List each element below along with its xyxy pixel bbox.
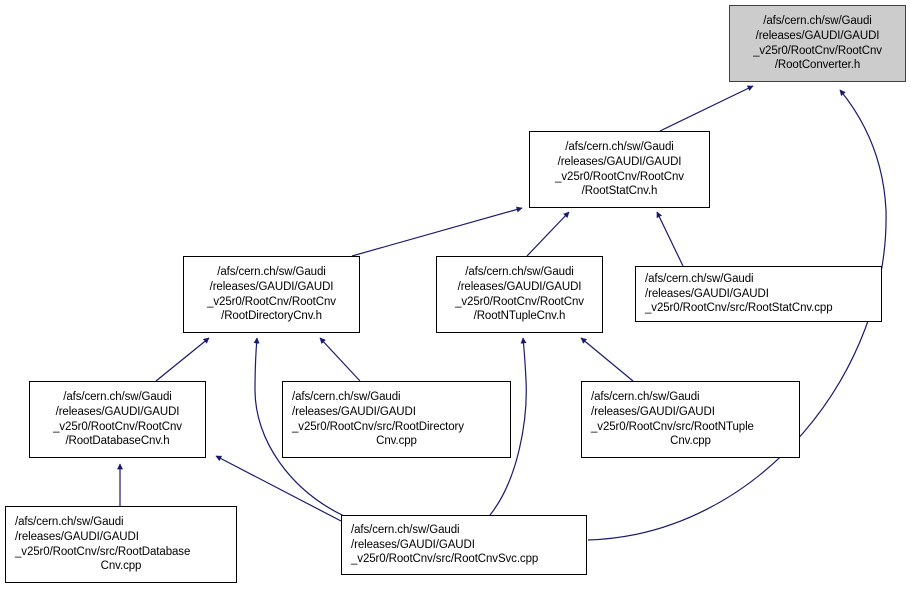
node-line: /releases/GAUDI/GAUDI [15,530,139,543]
node-line: /afs/cern.ch/sw/Gaudi [351,524,460,537]
edge-rootstatcnv_h-to-rootconverter_h [659,85,754,132]
edge-rootstatcnv_cpp-to-rootstatcnv_h [656,211,684,267]
node-line: Cnv.cpp [670,435,711,448]
edge-rootdirectorycnv_h-to-rootstatcnv_h [351,206,523,257]
node-line: /afs/cern.ch/sw/Gaudi [63,391,172,404]
node-line: /RootConverter.h [774,59,861,72]
node-line: /releases/GAUDI/GAUDI [457,280,582,293]
node-line: /afs/cern.ch/sw/Gaudi [465,266,574,279]
node-line: _v25r0/RootCnv/src/RootDatabase [15,545,191,558]
node-rootntuplecnv-cpp[interactable]: /afs/cern.ch/sw/Gaudi /releases/GAUDI/GA… [581,381,800,458]
edge-rootntuplecnv_cpp-to-rootntuplecnv_h [580,337,634,382]
node-line: /afs/cern.ch/sw/Gaudi [292,391,401,404]
node-line: Cnv.cpp [100,560,142,573]
node-line: _v25r0/RootCnv/RootCnv [207,295,336,308]
node-line: /afs/cern.ch/sw/Gaudi [591,391,700,404]
node-rootdirectorycnv-cpp[interactable]: /afs/cern.ch/sw/Gaudi /releases/GAUDI/GA… [282,381,511,458]
node-line: /releases/GAUDI/GAUDI [755,29,880,42]
node-line: /releases/GAUDI/GAUDI [351,538,475,551]
node-line: /releases/GAUDI/GAUDI [591,405,715,418]
node-line: Cnv.cpp [376,435,417,448]
edge-rootdatabasecnv_h-to-rootdirectorycnv_h [155,337,210,382]
node-line: /releases/GAUDI/GAUDI [645,287,769,300]
node-line: /afs/cern.ch/sw/Gaudi [217,266,326,279]
edge-rootdirectorycnv_cpp-to-rootdirectorycnv_h [319,337,361,382]
node-line: _v25r0/RootCnv/RootCnv [455,295,584,308]
node-line: _v25r0/RootCnv/RootCnv [753,44,882,57]
node-line: /releases/GAUDI/GAUDI [557,155,682,168]
node-line: /releases/GAUDI/GAUDI [209,280,334,293]
node-rootcnvsvc-cpp[interactable]: /afs/cern.ch/sw/Gaudi /releases/GAUDI/GA… [341,515,587,575]
node-rootstatcnv-cpp[interactable]: /afs/cern.ch/sw/Gaudi /releases/GAUDI/GA… [635,266,882,322]
node-rootstatcnv-h[interactable]: /afs/cern.ch/sw/Gaudi /releases/GAUDI/GA… [529,131,710,208]
node-line: /RootStatCnv.h [581,185,658,198]
node-rootconverter-h[interactable]: /afs/cern.ch/sw/Gaudi /releases/GAUDI/GA… [729,5,906,82]
node-line: _v25r0/RootCnv/RootCnv [53,420,182,433]
node-rootdirectorycnv-h[interactable]: /afs/cern.ch/sw/Gaudi /releases/GAUDI/GA… [183,256,360,333]
node-line: /afs/cern.ch/sw/Gaudi [565,141,674,154]
node-rootdatabasecnv-cpp[interactable]: /afs/cern.ch/sw/Gaudi /releases/GAUDI/GA… [5,506,237,583]
node-rootdatabasecnv-h[interactable]: /afs/cern.ch/sw/Gaudi /releases/GAUDI/GA… [29,381,206,458]
node-line: _v25r0/RootCnv/src/RootStatCnv.cpp [645,302,833,315]
node-rootntuplecnv-h[interactable]: /afs/cern.ch/sw/Gaudi /releases/GAUDI/GA… [436,256,603,333]
node-line: /releases/GAUDI/GAUDI [292,405,416,418]
node-line: /RootDatabaseCnv.h [65,435,170,448]
node-line: /RootNTupleCnv.h [473,310,566,323]
node-line: /RootDirectoryCnv.h [221,310,322,323]
node-line: /releases/GAUDI/GAUDI [55,405,180,418]
node-line: _v25r0/RootCnv/src/RootDirectory [292,420,464,433]
node-line: /afs/cern.ch/sw/Gaudi [15,516,124,529]
node-line: /afs/cern.ch/sw/Gaudi [645,273,754,286]
node-line: /afs/cern.ch/sw/Gaudi [763,15,872,28]
node-line: _v25r0/RootCnv/src/RootCnvSvc.cpp [351,553,539,566]
node-line: _v25r0/RootCnv/RootCnv [555,170,684,183]
edge-rootntuplecnv_h-to-rootstatcnv_h [526,211,570,257]
node-line: _v25r0/RootCnv/src/RootNTuple [591,420,754,433]
